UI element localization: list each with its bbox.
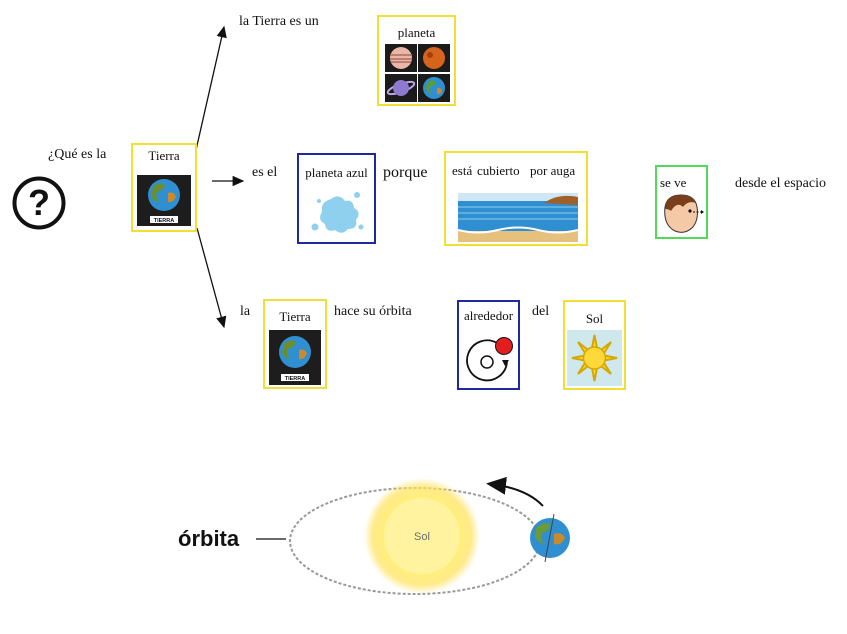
jupiter-icon <box>390 47 412 69</box>
por-auga-label: por auga <box>530 163 576 178</box>
sol-title: Sol <box>585 311 604 326</box>
sea-image <box>458 193 578 242</box>
svg-text:TIERRA: TIERRA <box>154 218 175 224</box>
earth-icon: TIERRA <box>148 179 180 224</box>
sun-icon <box>571 334 618 382</box>
question-mark-icon: ? <box>11 175 67 231</box>
planeta-card-title: planeta <box>397 25 436 40</box>
arrow-down <box>196 227 227 329</box>
sol-card: Sol <box>563 300 626 390</box>
tierra-card-title: Tierra <box>148 148 180 163</box>
orbit-around-icon <box>461 330 517 386</box>
row1-text: la Tierra es un <box>239 14 319 29</box>
orbit-figure: Sol <box>256 476 570 595</box>
earth-globe-icon <box>530 513 570 563</box>
tierra-card-row3-title: Tierra <box>279 309 311 324</box>
sun-disc <box>384 498 460 574</box>
earth-icon-row3: TIERRA <box>279 336 311 382</box>
water-splash-icon <box>309 187 367 239</box>
planeta-card: planeta <box>377 15 456 106</box>
tierra-card-row3: Tierra TIERRA <box>263 299 327 389</box>
se-ve-card: se ve <box>655 165 708 239</box>
mars-icon <box>423 47 445 69</box>
tierra-card: Tierra TIERRA <box>131 143 197 232</box>
planeta-azul-card: planeta azul <box>297 153 376 244</box>
cubierto-card: está cubierto por auga <box>444 151 588 246</box>
se-ve-label: se ve <box>660 175 687 190</box>
del-text: del <box>532 304 550 319</box>
face-eye-icon <box>659 193 705 235</box>
question-text: ¿Qué es la <box>48 147 107 162</box>
planets-grid <box>385 44 450 102</box>
arrow-up <box>195 25 227 151</box>
svg-text:TIERRA: TIERRA <box>285 376 306 382</box>
sun-image <box>567 330 622 386</box>
la-text: la <box>240 304 251 319</box>
hace-text: hace su órbita <box>334 304 412 319</box>
esta-label: está <box>452 163 473 178</box>
porque-text: porque <box>383 164 428 181</box>
alrededor-card: alrededor <box>457 300 520 390</box>
orbita-label: órbita <box>178 526 240 551</box>
alrededor-title: alrededor <box>463 308 514 323</box>
earth-image: TIERRA <box>137 175 191 226</box>
es-el-text: es el <box>252 165 278 180</box>
desde-text: desde el espacio <box>735 176 826 191</box>
direction-arrow <box>486 476 544 507</box>
svg-text:?: ? <box>28 182 50 223</box>
earth-image-row3: TIERRA <box>269 330 321 385</box>
cubierto-label: cubierto <box>477 163 520 178</box>
sun-label: Sol <box>414 531 430 543</box>
planeta-azul-title: planeta azul <box>305 165 368 180</box>
